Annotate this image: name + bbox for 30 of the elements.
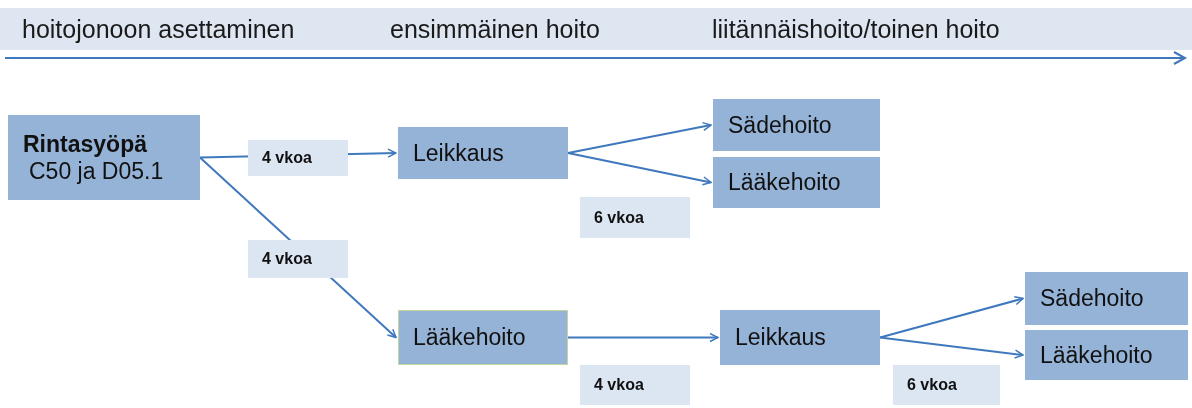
- process-box: [8, 115, 200, 200]
- box-text: Lääkehoito: [1040, 341, 1154, 369]
- arrow: [567, 152, 712, 186]
- box-text: Leikkaus: [735, 324, 827, 351]
- arrow: [879, 296, 1024, 339]
- process-box: [398, 127, 568, 179]
- process-box: [713, 99, 880, 151]
- edge-label: 4 vkoa: [248, 240, 348, 278]
- arrow: [567, 121, 712, 154]
- box-text: Sädehoito: [728, 111, 833, 139]
- process-box: [398, 310, 568, 365]
- box-text: Lääkehoito: [728, 169, 842, 196]
- process-box: [1025, 330, 1188, 380]
- duration-label: 6 vkoa: [580, 197, 690, 238]
- process-box: [713, 157, 880, 208]
- edge-label: 4 vkoa: [248, 140, 348, 176]
- arrow: [879, 336, 1024, 359]
- duration-label: 4 vkoa: [580, 365, 690, 405]
- phase-label: hoitojonoon asettaminen: [22, 15, 295, 44]
- box-text: Lääkehoito: [413, 324, 527, 351]
- duration-label: 6 vkoa: [893, 365, 1000, 405]
- box-heading: Rintasyöpä: [23, 131, 148, 158]
- phase-label: liitännäishoito/toinen hoito: [712, 15, 1000, 44]
- process-box: [1025, 272, 1188, 325]
- box-text: Leikkaus: [413, 139, 505, 167]
- arrow: [567, 332, 719, 343]
- phase-label: ensimmäinen hoito: [390, 15, 600, 44]
- process-box: [720, 310, 880, 365]
- box-text: Sädehoito: [1040, 285, 1145, 312]
- box-text: C50 ja D05.1: [28, 157, 165, 184]
